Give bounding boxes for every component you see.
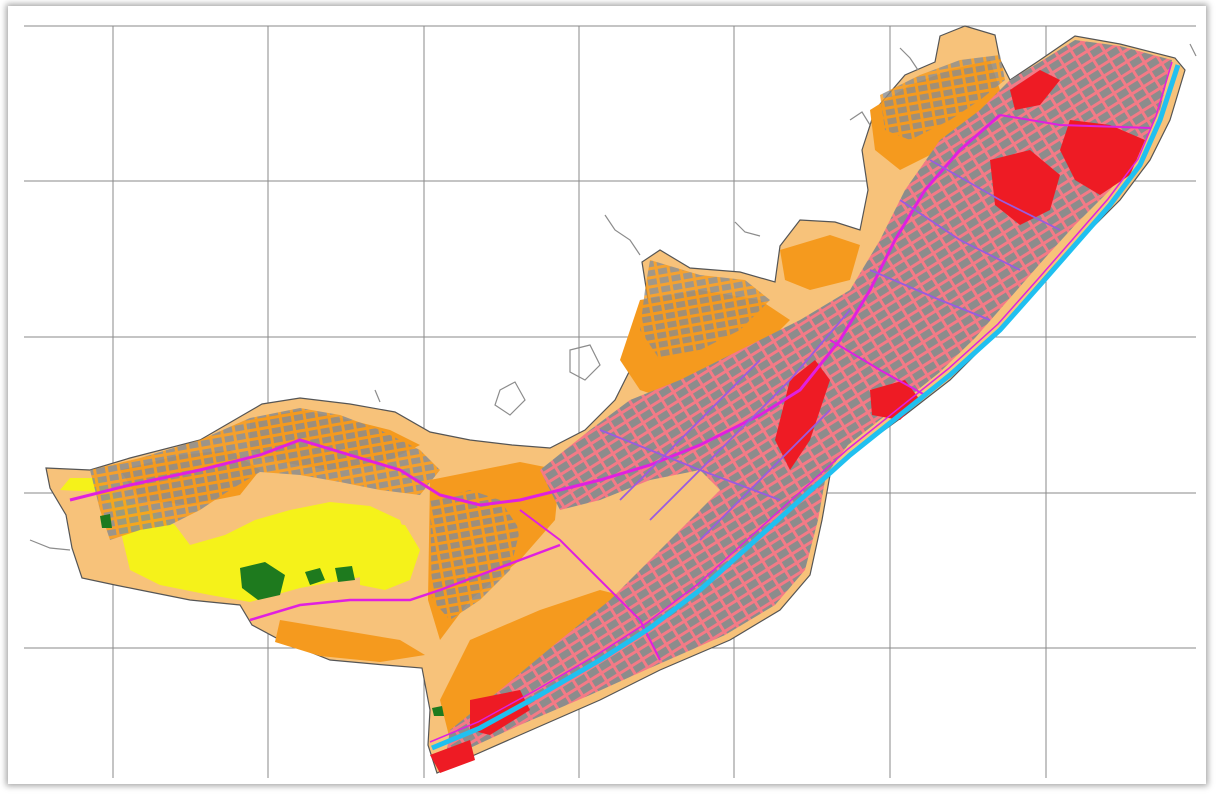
- secondary-road-3: [829, 339, 926, 396]
- built-blocks-north: [640, 260, 770, 360]
- peripheral-settlements: [29, 43, 1197, 551]
- secondary-road-2: [519, 509, 661, 661]
- built-blocks-northeast: [880, 55, 1005, 140]
- highway-edge-magenta: [429, 61, 1173, 743]
- yellow-zone-east: [360, 520, 420, 590]
- built-blocks-central: [430, 490, 520, 620]
- highway-cyan: [431, 64, 1181, 751]
- avenue-network: [599, 159, 1061, 541]
- built-blocks-west: [90, 408, 440, 540]
- main-road-magenta: [69, 113, 1001, 507]
- forest-patches: [100, 514, 444, 716]
- secondary-road-4: [999, 114, 1151, 129]
- secondary-road-magenta: [249, 543, 561, 622]
